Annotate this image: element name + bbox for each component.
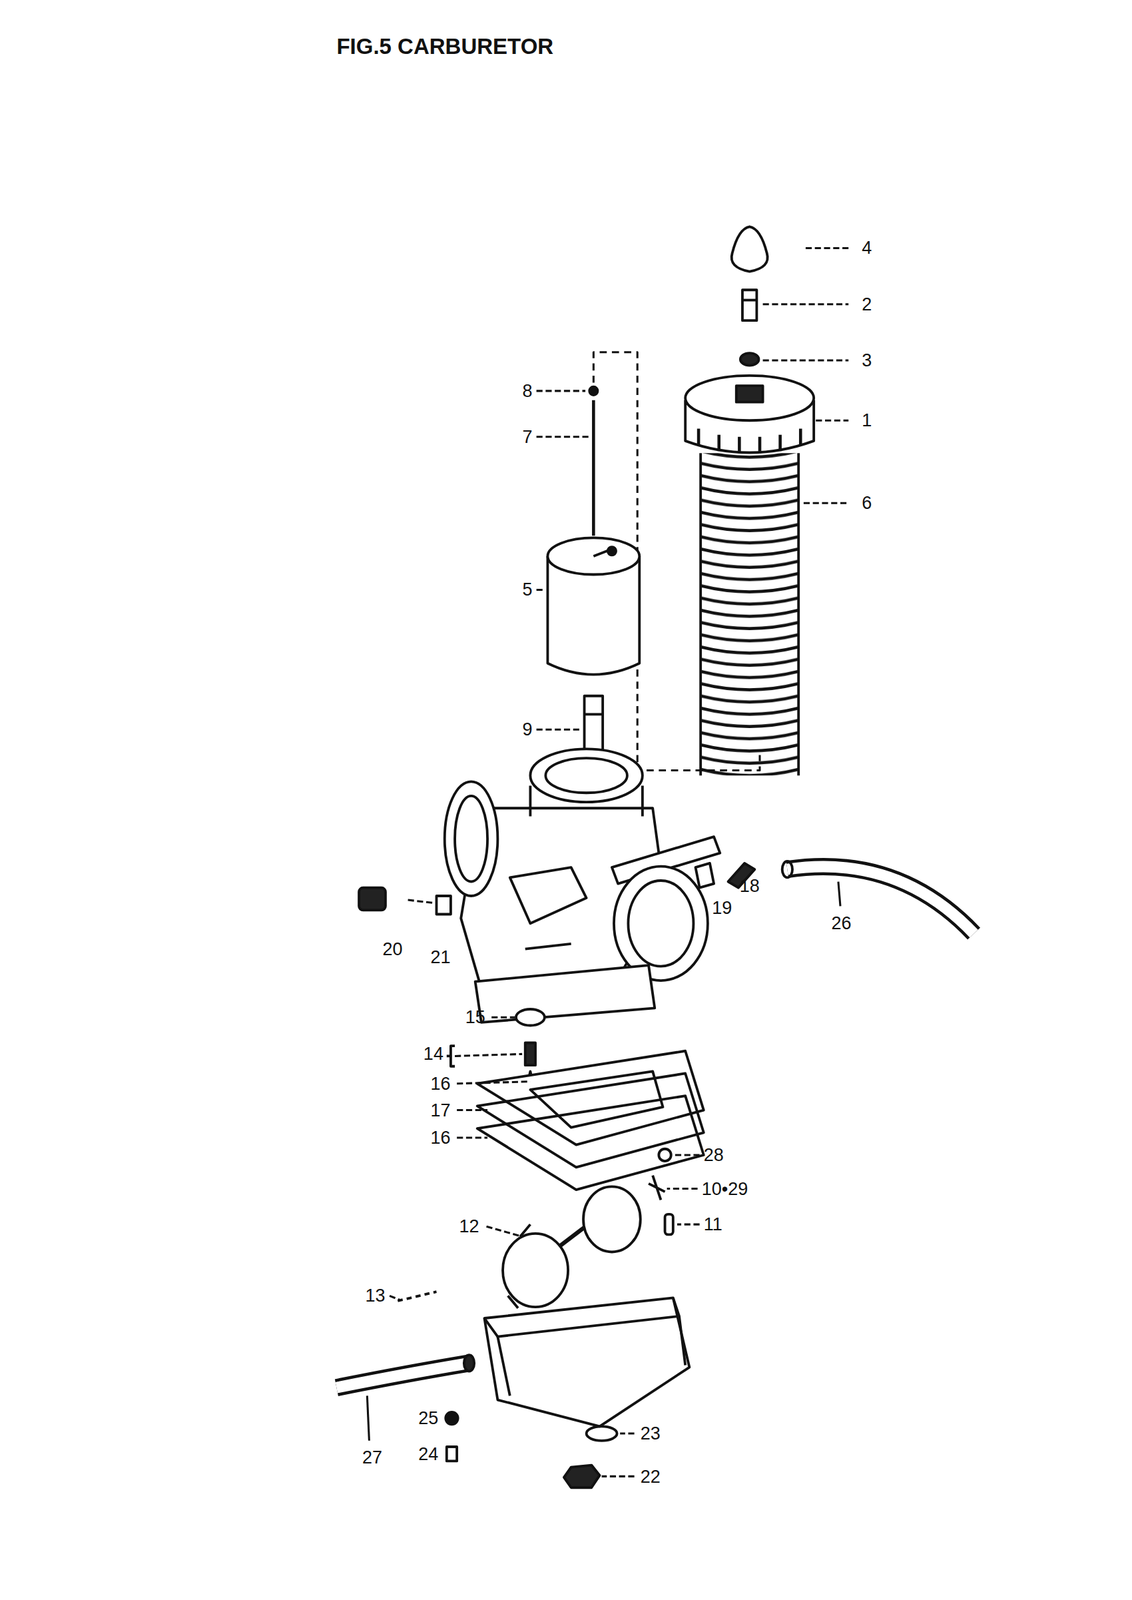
callout-number: 18 (739, 876, 760, 895)
callout-number: 10•29 (701, 1179, 749, 1198)
callout-number: 2 (861, 294, 872, 313)
callout-number: 16 (430, 1128, 451, 1147)
callout-number: 5 (522, 580, 533, 599)
callout-number: 15 (465, 1008, 486, 1027)
callout-number: 17 (430, 1100, 451, 1119)
callout-number: 6 (861, 494, 872, 513)
callout-number: 24 (418, 1444, 439, 1463)
callout-number: 16 (430, 1074, 451, 1093)
callout-number: 22 (640, 1466, 661, 1485)
figure-title: FIG.5 CARBURETOR (336, 34, 554, 57)
callout-number: 27 (362, 1447, 383, 1466)
callout-number: 7 (522, 427, 533, 446)
callout-number: 12 (458, 1217, 479, 1236)
callout-number: 14 (423, 1044, 444, 1063)
callout-number: 23 (640, 1424, 661, 1443)
callout-number: 25 (418, 1409, 439, 1427)
callout-number: 13 (365, 1286, 386, 1305)
callout-number: 9 (522, 720, 533, 739)
callout-number: 20 (382, 939, 403, 958)
callout-number: 26 (831, 914, 851, 933)
callout-number: 19 (711, 898, 732, 917)
callout-number: 28 (703, 1145, 724, 1164)
callout-number: 1 (861, 411, 872, 430)
callout-number: 3 (861, 350, 872, 369)
callout-number: 4 (861, 239, 872, 258)
callout-number: 21 (430, 947, 451, 966)
callout-number: 8 (522, 381, 533, 400)
callout-number: 11 (703, 1215, 723, 1234)
